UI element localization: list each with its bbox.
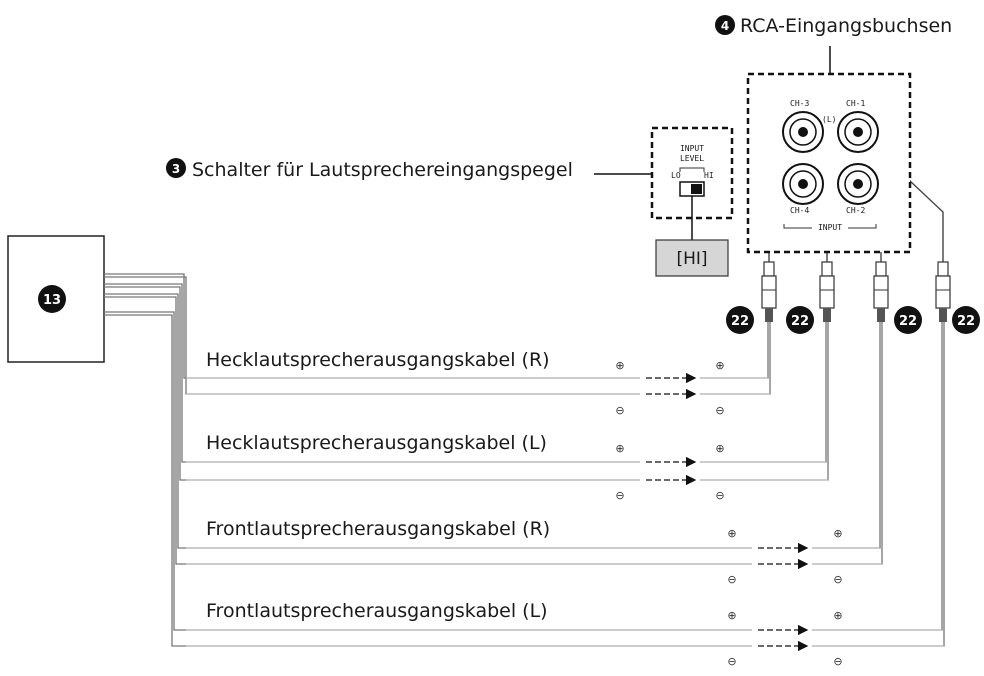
rca-title: 4 RCA-Eingangsbuchsen xyxy=(715,15,952,37)
switch-title: 3 Schalter für Lautsprechereingangspegel xyxy=(166,158,573,181)
rca-jack-ch4 xyxy=(782,163,824,205)
svg-text:RCA-Eingangsbuchsen: RCA-Eingangsbuchsen xyxy=(740,15,952,37)
svg-text:⊖: ⊖ xyxy=(615,489,624,502)
svg-text:CH-4: CH-4 xyxy=(790,206,809,215)
svg-text:22: 22 xyxy=(731,314,749,329)
input-level-switch: INPUT LEVEL LO HI xyxy=(650,126,734,240)
svg-text:⊖: ⊖ xyxy=(833,573,842,586)
svg-text:LO: LO xyxy=(671,171,681,180)
cable-label-rear-l: Hecklautsprecherausgangskabel (L) xyxy=(206,432,547,454)
rca-plug xyxy=(761,222,777,322)
svg-text:(L): (L) xyxy=(822,115,836,124)
cable-label-front-l: Frontlautsprecherausgangskabel (L) xyxy=(206,600,548,622)
svg-text:⊖: ⊖ xyxy=(833,655,842,668)
svg-text:⊖: ⊖ xyxy=(615,404,624,417)
svg-text:4: 4 xyxy=(721,19,729,33)
rca-input-panel: CH-3 CH-1 (L) CH-4 CH-2 INPUT xyxy=(746,46,912,254)
svg-text:⊕: ⊕ xyxy=(615,359,624,372)
svg-text:22: 22 xyxy=(957,314,975,329)
svg-text:⊕: ⊕ xyxy=(715,359,724,372)
svg-text:INPUT: INPUT xyxy=(818,223,842,232)
svg-text:Schalter für Lautsprechereinga: Schalter für Lautsprechereingangspegel xyxy=(192,159,573,181)
plug-badges: 22 22 22 22 xyxy=(726,306,980,334)
rca-plug xyxy=(935,236,951,322)
svg-text:CH-2: CH-2 xyxy=(846,206,865,215)
svg-text:⊕: ⊕ xyxy=(833,609,842,622)
svg-text:22: 22 xyxy=(791,314,809,329)
connector-arrows xyxy=(640,372,812,652)
rca-jack-ch2 xyxy=(837,163,879,205)
svg-text:CH-1: CH-1 xyxy=(846,99,865,108)
svg-text:3: 3 xyxy=(172,162,180,176)
polarity-symbols: ⊕ ⊕ ⊖ ⊖ ⊕ ⊕ ⊖ ⊖ ⊕ ⊕ ⊖ ⊖ ⊕ ⊕ ⊖ ⊖ xyxy=(615,359,842,668)
cable-label-front-r: Frontlautsprecherausgangskabel (R) xyxy=(206,518,550,540)
svg-text:⊕: ⊕ xyxy=(833,527,842,540)
svg-text:INPUT: INPUT xyxy=(680,144,704,153)
svg-text:HI: HI xyxy=(704,171,714,180)
svg-text:CH-3: CH-3 xyxy=(790,99,809,108)
svg-text:⊖: ⊖ xyxy=(727,655,736,668)
svg-text:⊕: ⊕ xyxy=(615,442,624,455)
svg-text:⊕: ⊕ xyxy=(727,527,736,540)
svg-text:⊖: ⊖ xyxy=(715,489,724,502)
svg-text:22: 22 xyxy=(899,314,917,329)
unit-badge: 13 xyxy=(43,293,61,308)
svg-text:⊕: ⊕ xyxy=(715,442,724,455)
rca-jack-ch3 xyxy=(782,111,824,153)
svg-text:[HI]: [HI] xyxy=(676,249,707,269)
svg-text:⊖: ⊖ xyxy=(715,404,724,417)
svg-text:⊕: ⊕ xyxy=(727,609,736,622)
hi-setting-box: [HI] xyxy=(655,239,729,277)
svg-text:LEVEL: LEVEL xyxy=(680,154,704,163)
svg-text:⊖: ⊖ xyxy=(727,573,736,586)
rca-jack-ch1 xyxy=(837,111,879,153)
cable-label-rear-r: Hecklautsprecherausgangskabel (R) xyxy=(206,349,550,371)
cable-bundle xyxy=(104,273,945,647)
head-unit: 13 xyxy=(7,235,105,363)
